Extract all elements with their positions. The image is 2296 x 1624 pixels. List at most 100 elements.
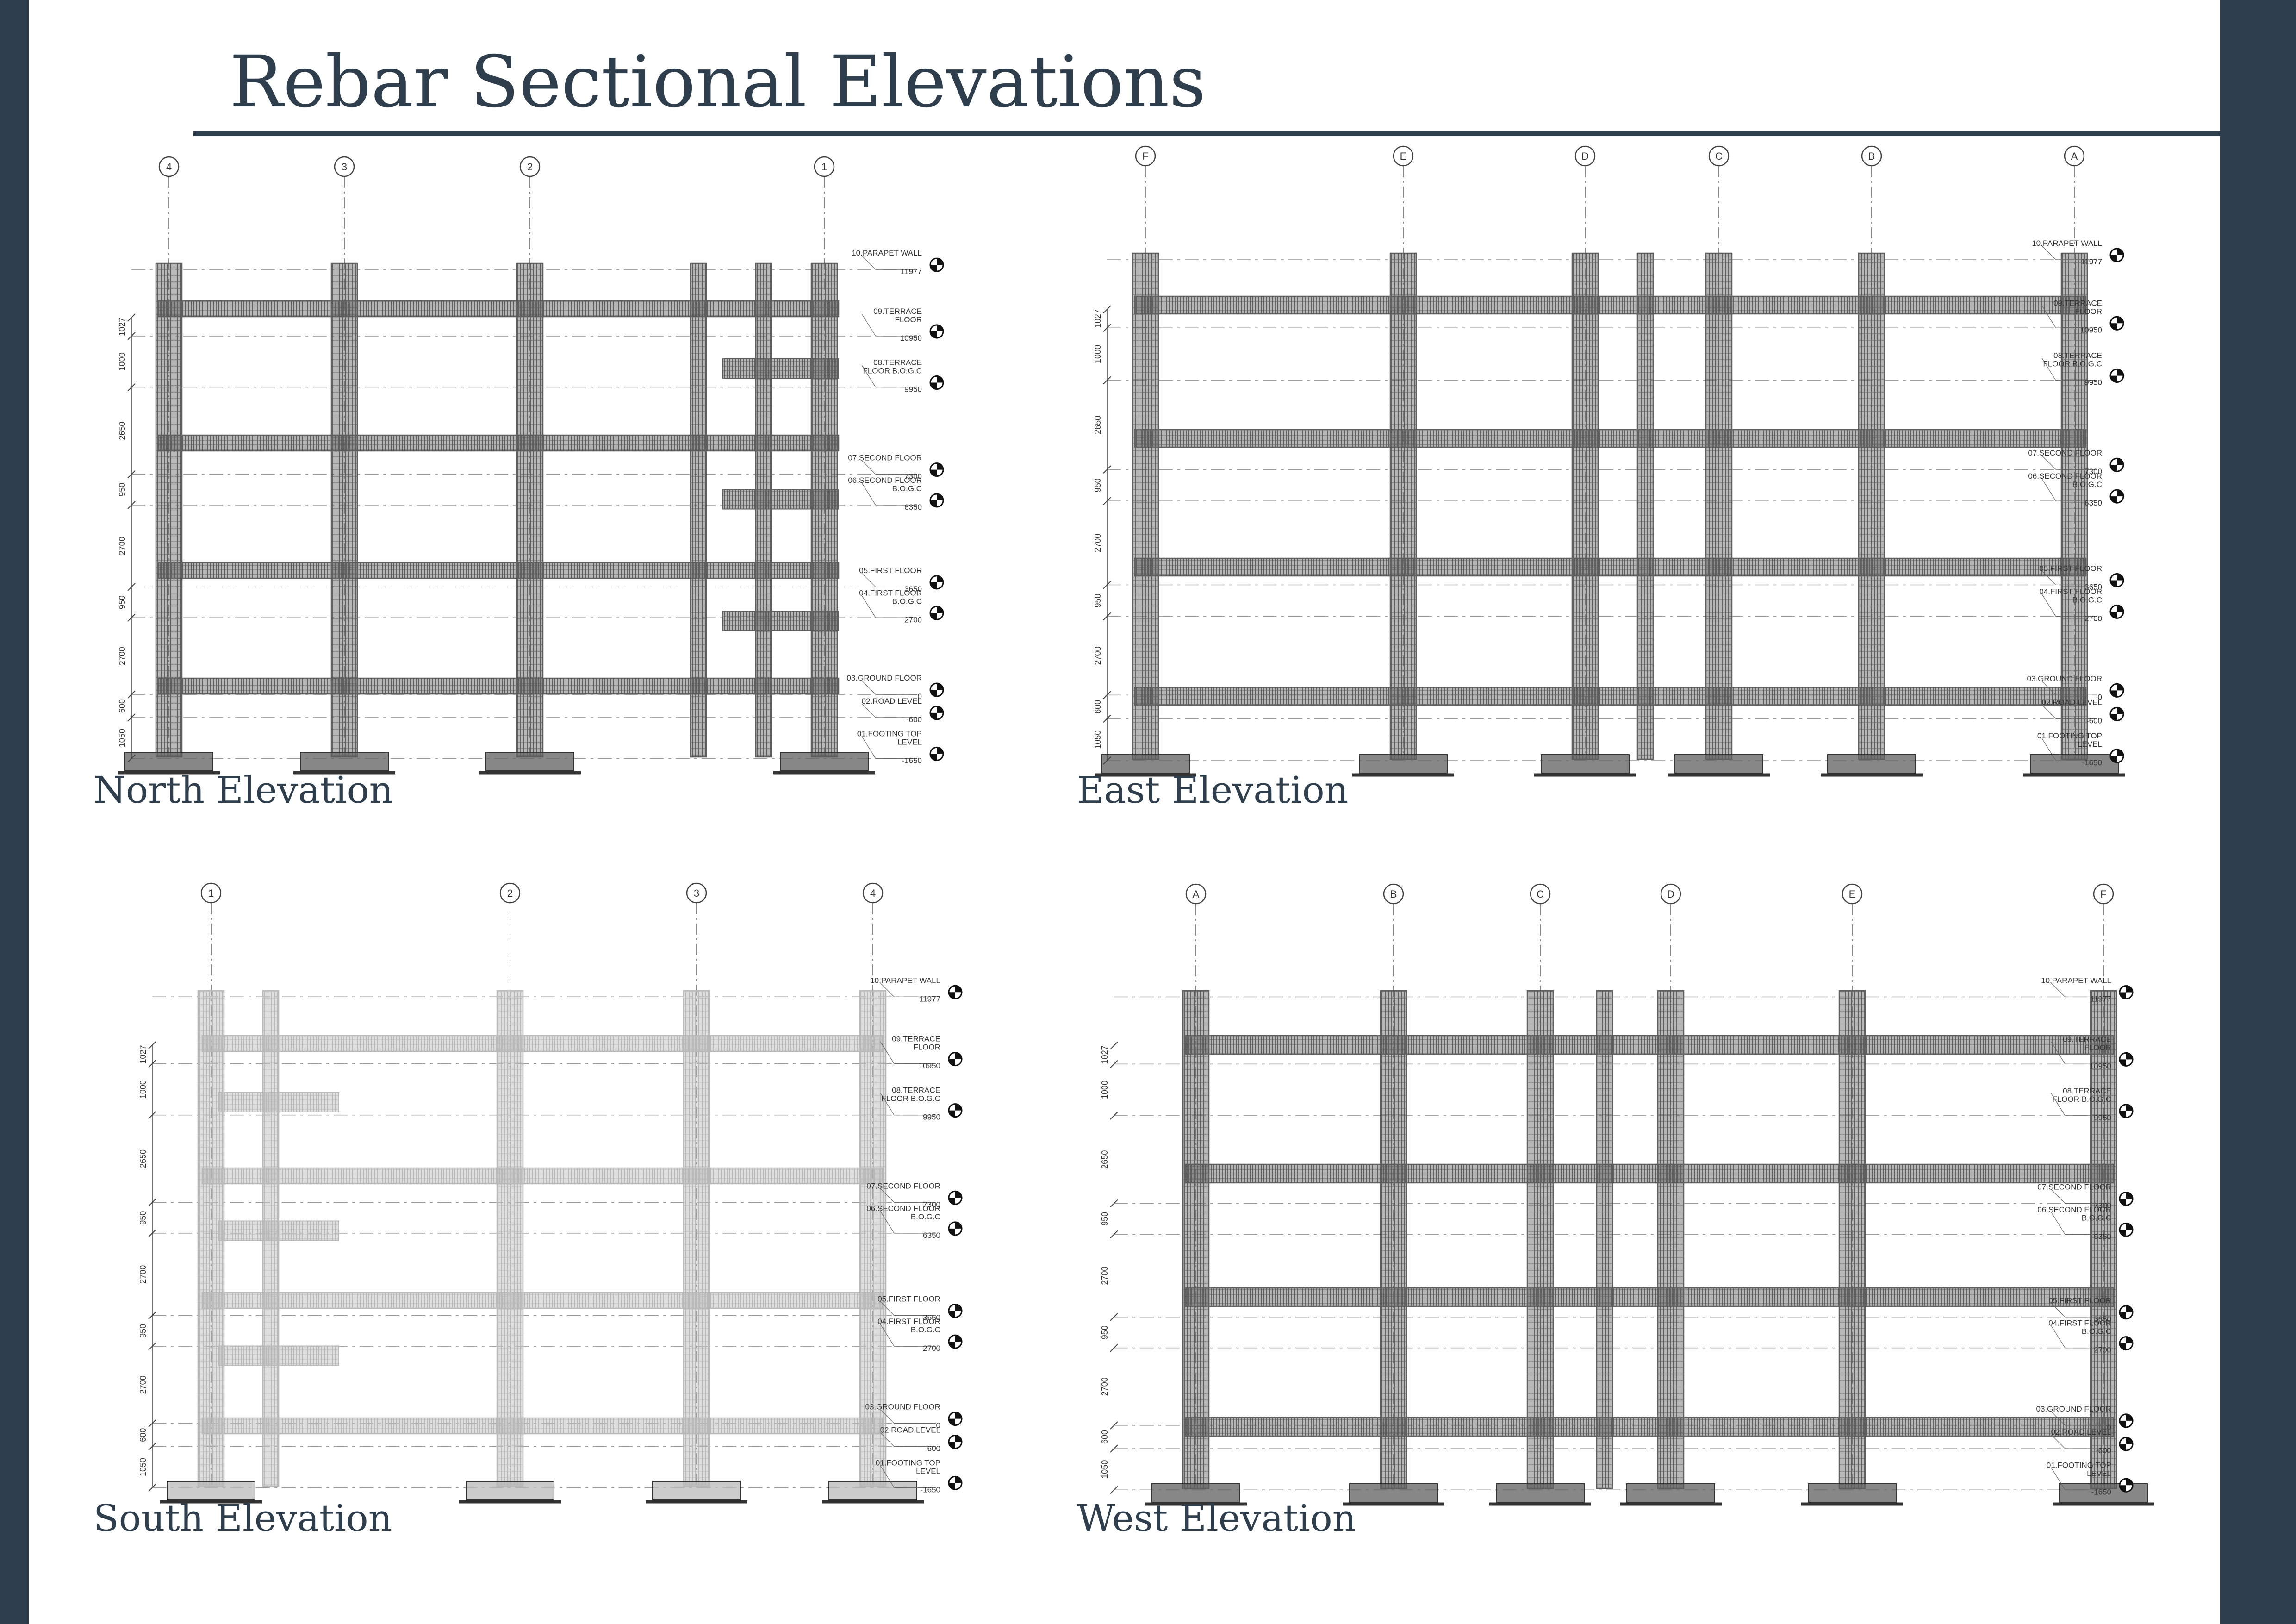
level-elevation: 10950 [2080,325,2102,334]
grid-label: 4 [870,887,876,899]
level-leader [2041,738,2097,761]
dimension-value: 2650 [1100,1150,1109,1169]
level-elevation: 9950 [2094,1113,2111,1122]
footing [1349,1483,1438,1503]
column [810,262,838,758]
level-marker-quadrant [2120,1343,2126,1350]
dimension-tick [1103,376,1111,385]
level-name: B.O.G.C [2072,595,2102,604]
level-marker-quadrant [2117,317,2123,324]
footing [124,752,213,771]
column [1182,990,1210,1489]
level-name: B.O.G.C [911,1325,940,1334]
level-tag: 02.ROAD LEVEL-600 [2051,1428,2134,1455]
level-marker-quadrant [2110,255,2117,262]
level-leader [2041,704,2097,719]
level-name: 02.ROAD LEVEL [880,1426,940,1435]
dimension-value: 1050 [118,729,127,747]
grid-label: F [2100,888,2106,900]
level-name: 03.GROUND FLOOR [2036,1405,2111,1413]
level-elevation: 10950 [2090,1062,2111,1070]
dimension-value: 600 [1100,1430,1109,1444]
dimension-value: 1027 [138,1045,148,1064]
dimension-value: 2700 [1100,1267,1109,1285]
dimension-tick [1110,1199,1118,1208]
level-tag: 02.ROAD LEVEL-600 [861,697,944,724]
level-marker-quadrant [955,1052,962,1059]
dimension-tick [1103,581,1111,589]
dimension-tick [148,1059,156,1068]
column [1636,252,1654,760]
level-marker-quadrant [930,331,937,338]
grid-label: D [1581,150,1589,162]
level-marker-quadrant [2126,1479,2133,1486]
grid-bubble [1574,145,1596,167]
dimension-value: 950 [118,595,127,609]
level-leader [861,736,917,759]
level-name: 04.FIRST FLOOR [859,588,922,597]
dimension-tick [127,754,136,763]
level-elevation: -1650 [2082,758,2102,767]
grid-bubble [1660,883,1681,905]
level-name: LEVEL [916,1467,940,1475]
level-elevation: 10950 [900,334,922,343]
column [2090,990,2117,1489]
level-leader [861,482,917,506]
level-leader [2041,305,2097,328]
beam [157,677,840,695]
level-name: FLOOR B.O.G.C [863,367,922,375]
level-marker-quadrant [2110,714,2117,721]
south-elevation-caption: South Elevation [93,1497,392,1540]
level-name: 03.GROUND FLOOR [2027,674,2102,683]
level-leader [861,595,917,618]
level-leader [880,1324,936,1347]
level-elevation: 7300 [2094,1201,2111,1210]
grid-label: 4 [166,161,172,173]
footing [1359,754,1448,774]
level-marker-quadrant [949,1342,955,1349]
level-elevation: 3650 [2084,582,2102,591]
footing [167,1481,255,1500]
dimension-value: 2700 [118,647,127,665]
grid-bubble [1383,883,1404,905]
dimension-value: 1000 [1100,1081,1109,1099]
level-elevation: 11977 [2081,257,2102,266]
level-name: 05.FIRST FLOOR [859,566,922,575]
level-name: LEVEL [897,737,922,746]
level-name: 06.SECOND FLOOR [848,476,922,485]
level-name: 04.FIRST FLOOR [2039,587,2102,596]
grid-label: F [1142,150,1148,162]
grid-bubble [200,882,222,904]
level-name: 09.TERRACE [2053,299,2102,307]
footing [1101,754,1190,774]
level-name: FLOOR [2075,307,2102,316]
column [155,262,183,758]
beam [157,300,840,318]
level-marker-quadrant [2120,992,2126,999]
level-name: 10.PARAPET WALL [870,976,940,985]
dimension-tick [1110,1112,1118,1120]
level-leader [861,365,917,388]
level-name: 05.FIRST FLOOR [2039,564,2102,573]
dimension-value: 600 [138,1428,148,1442]
level-marker-quadrant [2126,1053,2133,1060]
dimension-tick [148,1419,156,1428]
level-name: 10.PARAPET WALL [852,249,922,257]
dimension-value: 950 [1100,1325,1109,1339]
dimension-value: 1027 [1100,1045,1109,1064]
grid-label: C [1715,150,1723,162]
level-marker-quadrant [930,382,937,389]
column [2060,252,2088,760]
grid-bubble [686,882,707,904]
level-name: 06.SECOND FLOOR [2028,472,2102,481]
level-elevation: 2700 [904,615,922,624]
